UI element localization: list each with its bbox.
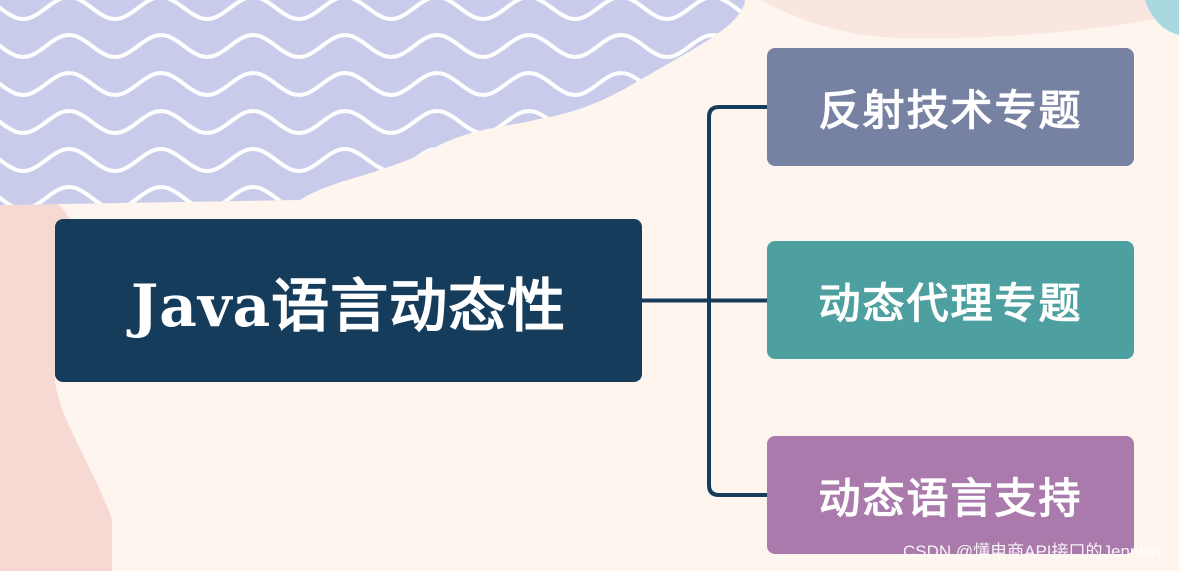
watermark-text: CSDN @懂电商API接口的Jennifer <box>902 542 1163 561</box>
child-node-dynamic-proxy[interactable]: 动态代理专题 <box>767 241 1134 359</box>
root-node-label: Java语言动态性 <box>130 271 567 340</box>
pink-blob-left <box>0 185 112 571</box>
child-node-label: 反射技术专题 <box>818 85 1083 135</box>
teal-blob-corner <box>1145 0 1179 35</box>
child-node-label: 动态语言支持 <box>818 473 1083 523</box>
child-node-dynamic-language[interactable]: 动态语言支持 <box>767 436 1134 554</box>
wave-line <box>0 32 745 60</box>
child-node-reflection[interactable]: 反射技术专题 <box>767 48 1134 166</box>
pink-blob-top-right <box>760 0 1179 39</box>
connector-trunk <box>707 105 769 497</box>
wave-line <box>0 0 745 22</box>
child-node-label: 动态代理专题 <box>818 278 1083 328</box>
root-node[interactable]: Java语言动态性 <box>55 219 642 382</box>
